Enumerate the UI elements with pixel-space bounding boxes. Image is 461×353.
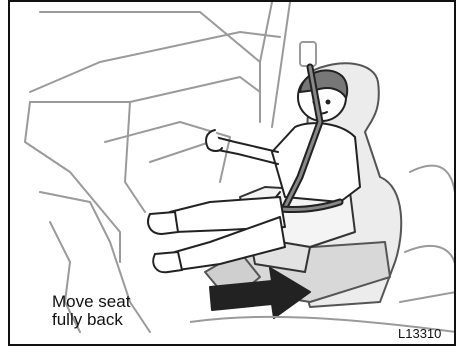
- roof-line: [40, 12, 260, 62]
- rear-seat: [410, 166, 456, 346]
- caption-text: Move seat fully back: [52, 293, 130, 329]
- caption-line-1: Move seat: [52, 292, 130, 311]
- child-shoe-2: [153, 252, 182, 272]
- window-sill: [30, 77, 260, 102]
- window-top: [30, 32, 280, 92]
- child-shoe-1: [148, 212, 178, 234]
- caption-line-2: fully back: [52, 310, 123, 329]
- belt-anchor: [300, 42, 316, 66]
- door-front-edge: [25, 102, 120, 262]
- figure-code: L13310: [398, 326, 441, 341]
- door-panel-line: [125, 102, 145, 212]
